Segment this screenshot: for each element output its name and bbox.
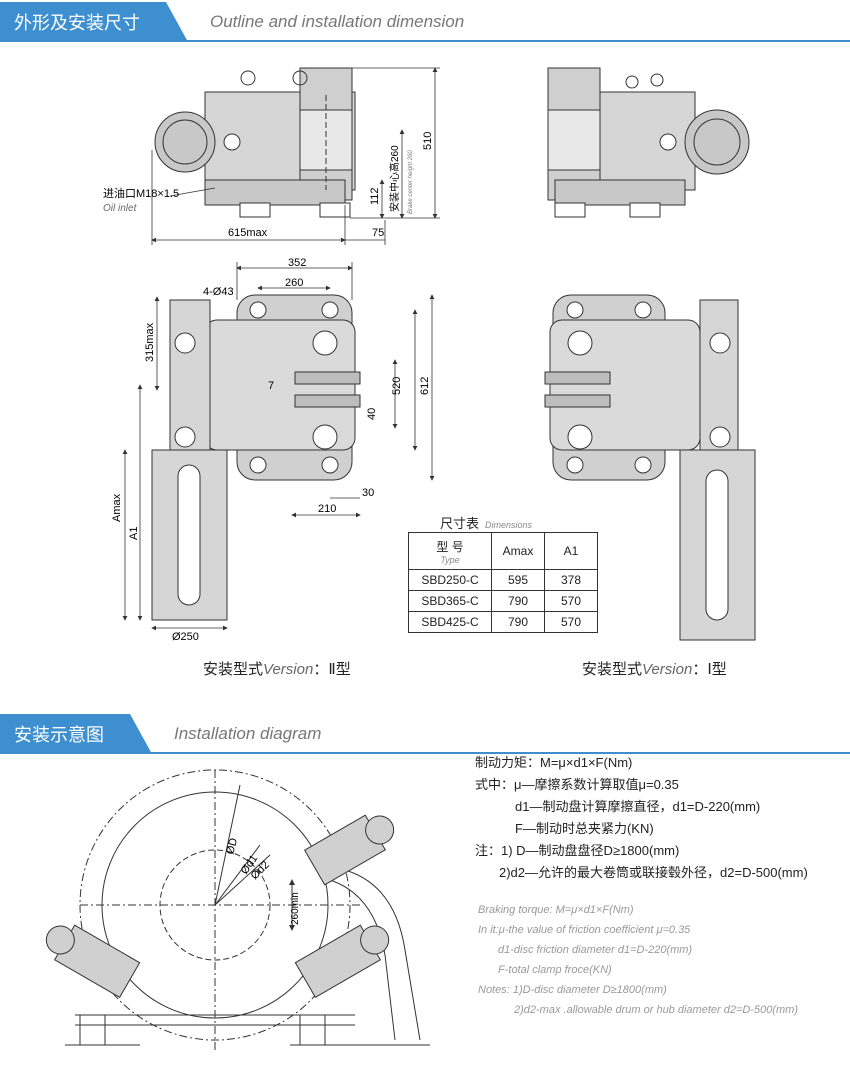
table-row: SBD425-C 790 570 [408,611,598,633]
dim-112: 112 [369,187,381,205]
dim-75: 75 [372,227,384,239]
label-260min: 260min [290,892,301,925]
table-cell: 790 [491,611,545,633]
note-line: 2)d2—允许的最大卷筒或联接毂外径，d2=D-500(mm) [499,865,808,880]
section-title-zh: 安装示意图 [0,714,152,754]
table-cell: 570 [544,611,598,633]
table-header-amax: Amax [491,532,545,570]
notes-en: Braking torque: M=μ×d1×F(Nm) In it:μ-the… [478,900,798,1020]
label-D: ØD [224,837,240,856]
table-cell: 595 [491,569,545,591]
dim-612: 612 [419,377,431,395]
dim-210: 210 [318,503,336,515]
front-view-left-dims [122,262,435,631]
table-row: SBD250-C 595 378 [408,569,598,591]
table-cell: SBD365-C [408,590,492,612]
note-line: Notes: 1)D-disc diameter D≥1800(mm) [478,984,667,996]
note-line: F—制动时总夹紧力(KN) [515,821,654,836]
dim-510: 510 [422,132,434,150]
dim-615max: 615max [228,227,268,239]
dim-260: 260 [285,277,303,289]
dim-30: 30 [362,487,374,499]
top-view-left [154,67,356,218]
note-line: 2)d2-max .allowable drum or hub diameter… [514,1004,798,1016]
oil-inlet-label: 进油口M18×1.5 [103,186,179,200]
note-line: d1—制动盘计算摩擦直径，d1=D-220(mm) [515,799,761,814]
top-view-right [547,67,750,218]
table-title-zh: 尺寸表 [440,516,480,531]
version-left: 安装型式Version：Ⅱ型 [203,661,351,678]
note-line: 式中：μ—摩擦系数计算取值μ=0.35 [475,777,679,792]
section-header-installation: 安装示意图 Installation diagram [0,714,850,754]
center-height-zh: 安装中心高260 [388,145,401,212]
section-header-outline: 外形及安装尺寸 Outline and installation dimensi… [0,2,850,42]
section-title-en: Installation diagram [174,724,322,743]
note-line: d1-disc friction diameter d1=D-220(mm) [498,944,693,956]
table-cell: 378 [544,569,598,591]
table-cell: SBD425-C [408,611,492,633]
dim-amax: Amax [111,493,123,522]
section-title-en: Outline and installation dimension [210,12,465,31]
brake-unit-right [294,924,390,999]
table-cell: 790 [491,590,545,612]
dim-a1: A1 [128,527,140,540]
table-title: 尺寸表 Dimensions [440,513,532,532]
table-header-a1: A1 [544,532,598,570]
dim-7: 7 [268,380,274,392]
oil-inlet-en: Oil inlet [103,203,138,214]
section-title-zh: 外形及安装尺寸 [0,2,188,42]
dim-40: 40 [366,408,378,420]
dim-315max: 315max [144,322,156,362]
table-row: SBD365-C 790 570 [408,590,598,612]
center-height-en: Brake center height 260 [408,150,414,214]
front-view-left [151,294,361,621]
dim-352: 352 [288,257,306,269]
table-cell: 570 [544,590,598,612]
front-view-right [544,294,756,641]
holes-label: 4-Ø43 [203,286,234,298]
dim-520: 520 [391,377,403,395]
note-line: 制动力矩：M=μ×d1×F(Nm) [475,755,633,770]
note-line: F-total clamp froce(KN) [498,964,612,976]
installation-drum [65,769,430,1050]
note-line: In it:μ-the value of friction coefficien… [478,924,691,936]
dim-dia-250: Ø250 [172,631,199,643]
version-right: 安装型式Version：Ⅰ型 [582,661,727,678]
table-title-en: Dimensions [485,520,533,530]
top-view-dims [151,67,440,245]
table-cell: SBD250-C [408,569,492,591]
note-line: 注：1) D—制动盘盘径D≥1800(mm) [475,843,680,858]
brake-unit-top [304,814,395,886]
note-line: Braking torque: M=μ×d1×F(Nm) [478,904,634,916]
notes-zh: 制动力矩：M=μ×d1×F(Nm) 式中：μ—摩擦系数计算取值μ=0.35 d1… [475,752,808,884]
brake-unit-left [45,924,141,999]
